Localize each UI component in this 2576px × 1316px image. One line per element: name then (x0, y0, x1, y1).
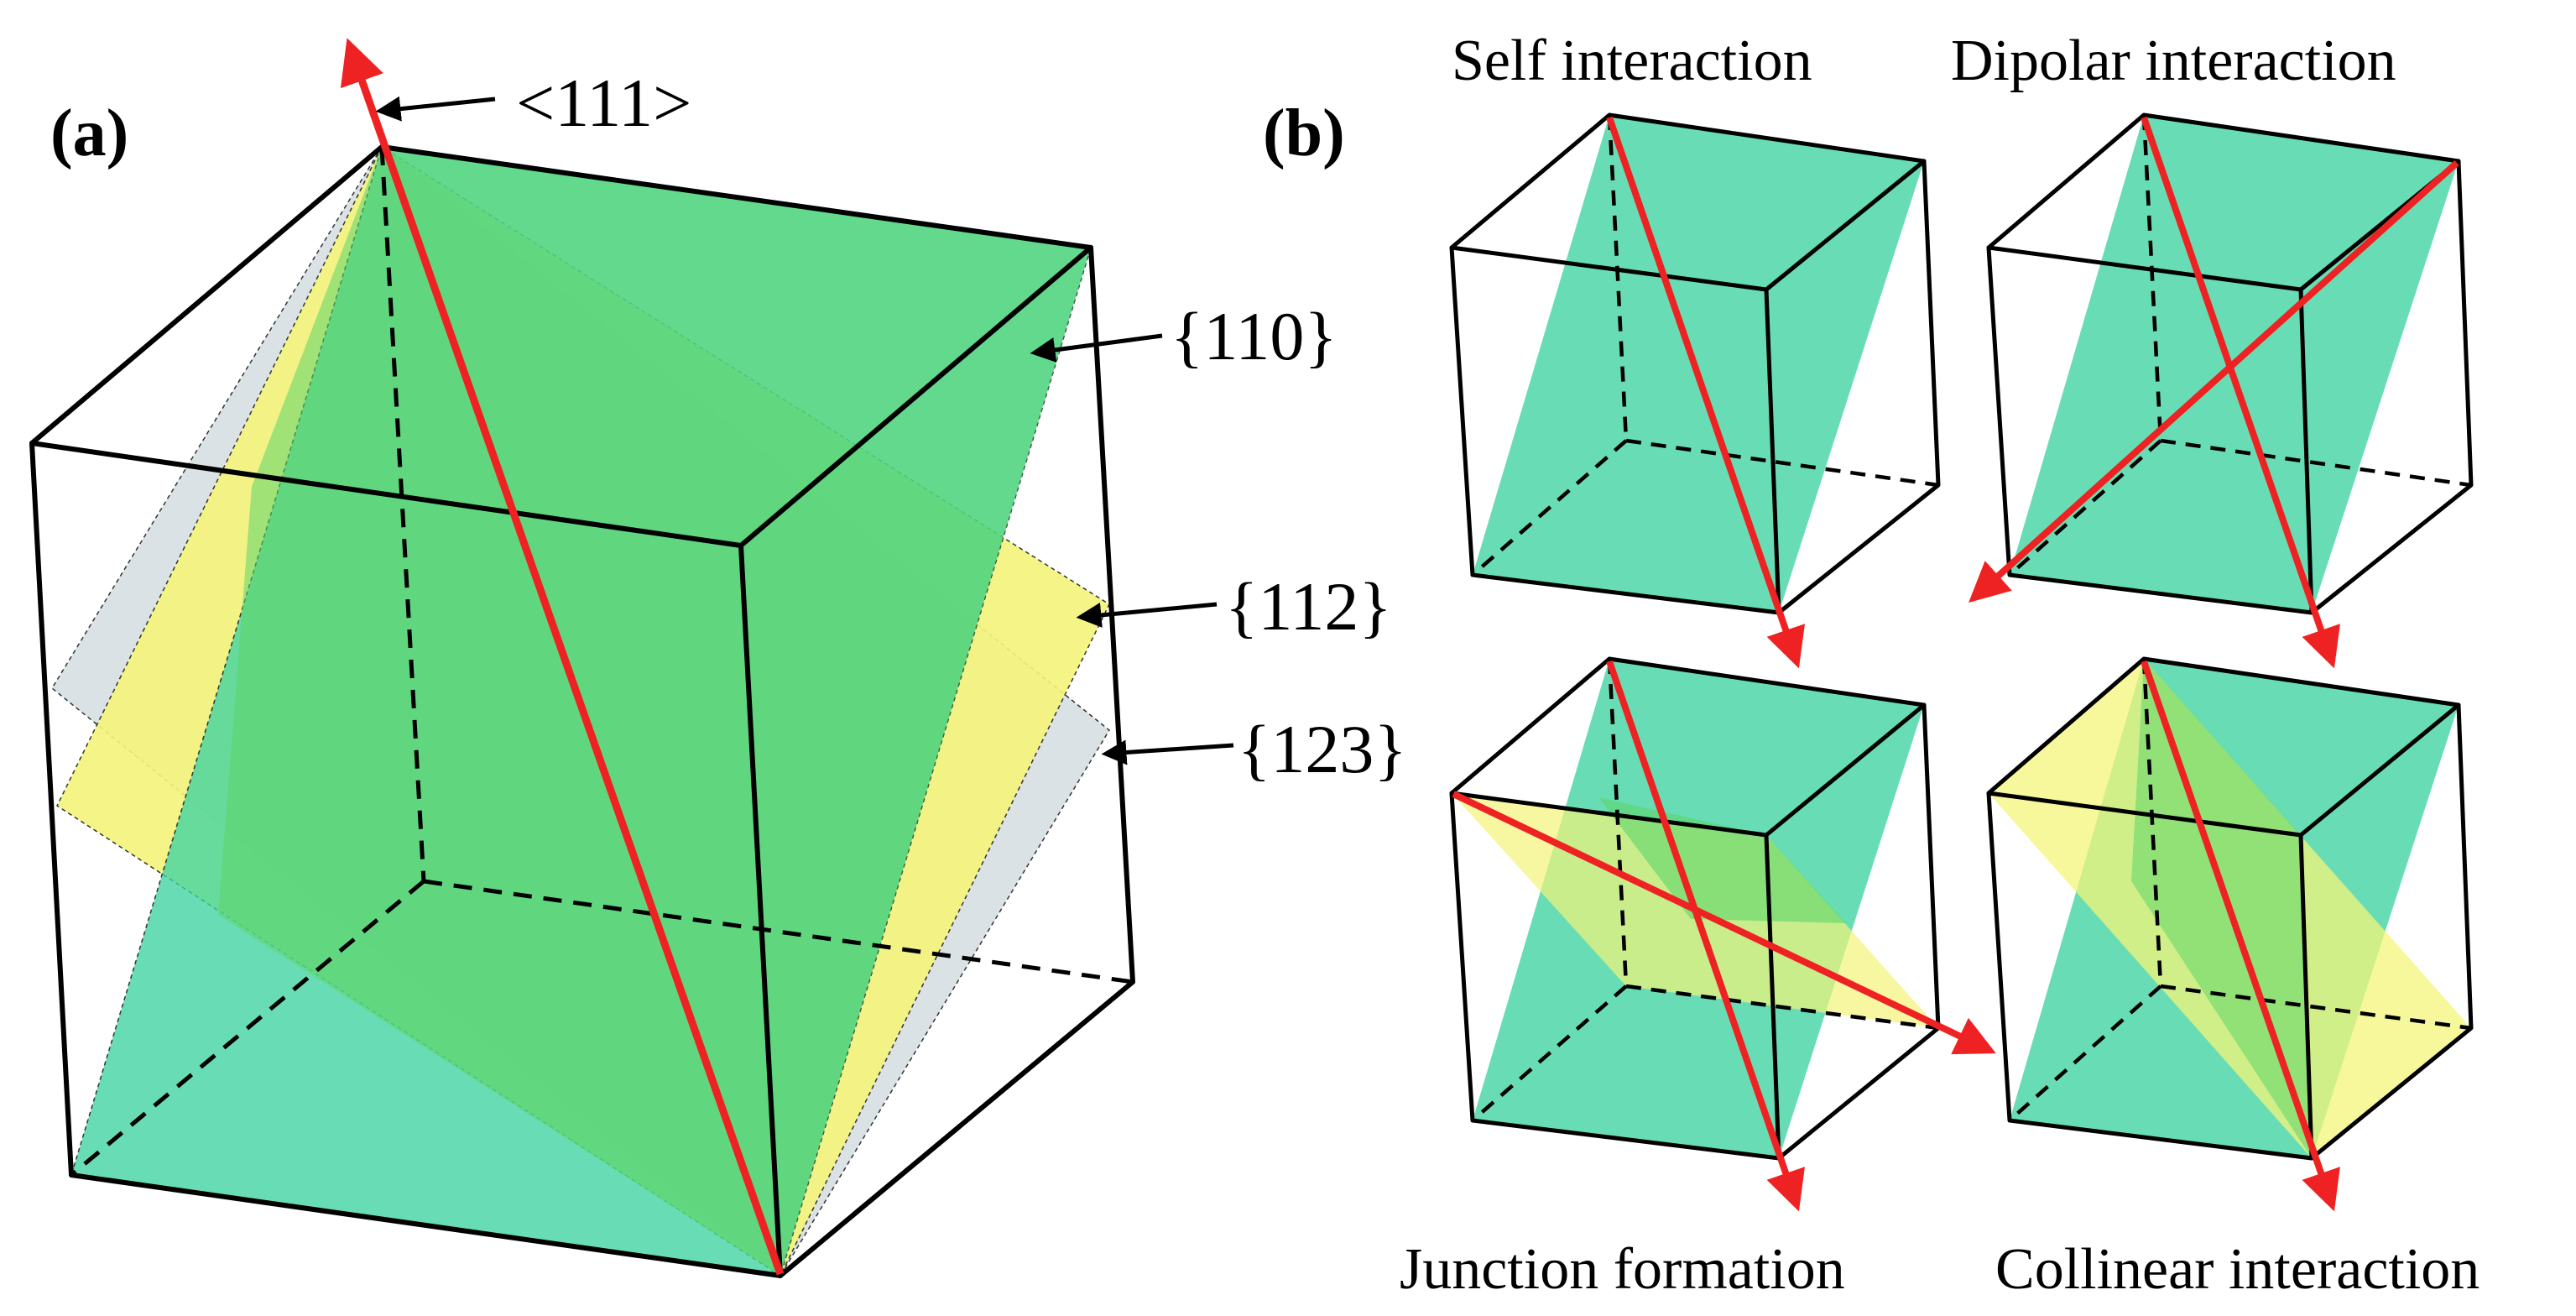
burgers-vector-junction-1 (1606, 660, 1805, 1212)
burgers-vector-self (1606, 116, 1805, 669)
subfigure-title-dipolar: Dipolar interaction (1951, 29, 2396, 93)
cube-collinear-interaction (1986, 656, 2474, 1212)
plane-label-110: {110} (1171, 298, 1338, 374)
burgers-vector-111 (340, 38, 785, 1276)
cube-dipolar-interaction (1969, 112, 2474, 669)
plane-label-112: {112} (1225, 568, 1392, 645)
burgers-vector-junction-2 (1452, 791, 1996, 1055)
burgers-vector-collinear (2141, 660, 2340, 1212)
pointer-123 (1101, 739, 1234, 765)
pointer-111 (375, 96, 496, 122)
cube-a-hidden-edges (70, 146, 1134, 1177)
cube-a-edges (29, 144, 1135, 1278)
pointer-112 (1076, 602, 1218, 628)
burgers-vector-dipolar-1 (2141, 116, 2340, 669)
cube-junction-formation (1449, 656, 1996, 1212)
plane-label-123: {123} (1238, 711, 1407, 787)
pointer-110 (1030, 333, 1163, 363)
subfigure-title-collinear: Collinear interaction (1995, 1237, 2480, 1302)
panel-a: (a) <111> {110} {112} {123} (29, 38, 1407, 1278)
burgers-vector-dipolar-2 (1969, 160, 2459, 603)
plane-overlap (218, 147, 1091, 1276)
panel-b-tag: (b) (1263, 97, 1345, 170)
direction-label-111: <111> (516, 65, 691, 141)
panel-a-tag: (a) (50, 97, 128, 170)
cube-self-interaction (1449, 112, 1941, 669)
subfigure-title-self: Self interaction (1452, 29, 1812, 93)
subfigure-title-junction: Junction formation (1400, 1237, 1845, 1302)
panel-b: (b) Self interaction Dipolar interaction… (1263, 29, 2480, 1302)
